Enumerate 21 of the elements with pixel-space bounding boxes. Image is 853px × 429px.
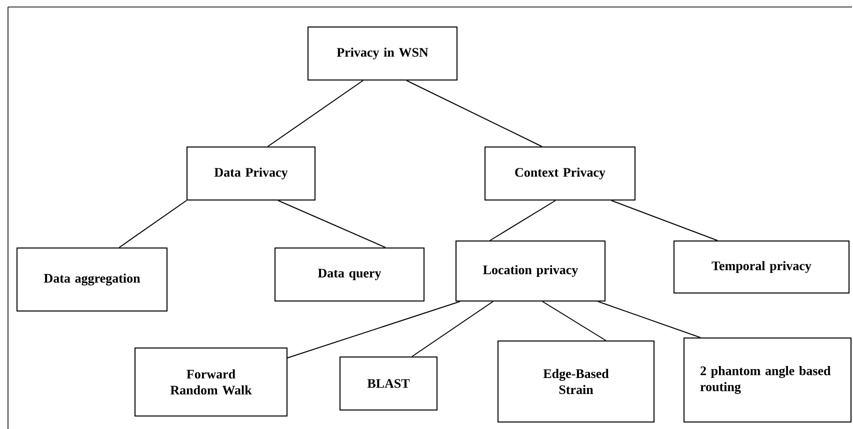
category-box: Data aggregation — [16, 248, 168, 312]
connector-line — [287, 301, 460, 358]
category-box: Forward Random Walk — [134, 348, 288, 416]
connector-line — [610, 200, 718, 241]
category-box: Data query — [274, 248, 424, 302]
connector-line — [267, 80, 364, 147]
connector-line — [278, 200, 386, 248]
category-box: Privacy in WSN — [308, 26, 458, 80]
connector-line — [118, 200, 187, 248]
connector-line — [598, 301, 701, 338]
connector-line — [490, 200, 556, 241]
category-box: BLAST — [340, 356, 438, 410]
connector-line — [542, 301, 606, 341]
category-box: Temporal privacy — [674, 240, 850, 294]
category-box: Context Privacy — [484, 146, 636, 200]
category-box: Data Privacy — [186, 146, 316, 200]
category-box: Edge-Based Strain — [498, 340, 654, 422]
connector-line — [406, 80, 542, 147]
connector-line — [412, 301, 494, 357]
category-box: Location privacy — [456, 240, 606, 302]
category-box: 2 phantom angle based routing — [684, 338, 852, 422]
